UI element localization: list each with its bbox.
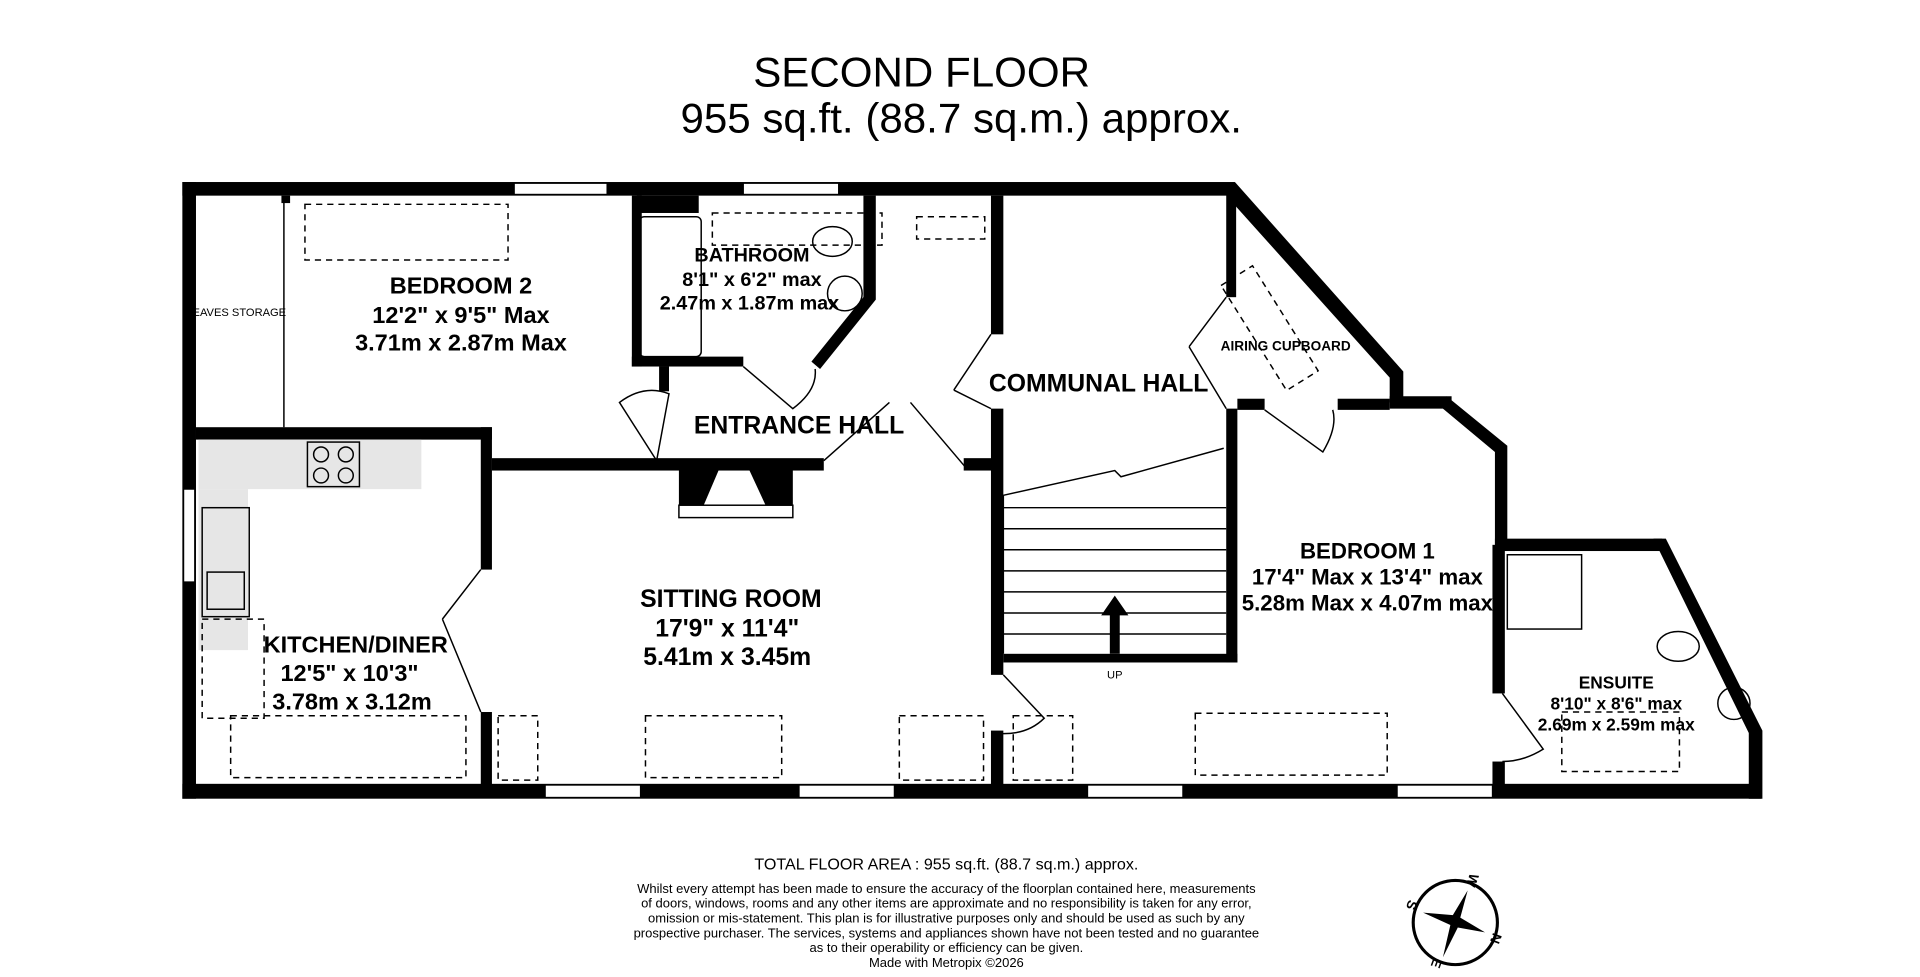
disclaimer-line: as to their operability or efficiency ca… bbox=[810, 940, 1084, 955]
bathroom-metric: 2.47m x 1.87m max bbox=[660, 293, 839, 315]
sink bbox=[201, 506, 250, 618]
disclaimer-line: of doors, windows, rooms and any other i… bbox=[641, 896, 1252, 911]
disclaimer-line: Whilst every attempt has been made to en… bbox=[637, 881, 1256, 896]
disclaimer-line: prospective purchaser. The services, sys… bbox=[634, 925, 1260, 940]
kitchen-metric: 3.78m x 3.12m bbox=[272, 689, 432, 715]
bedroom1-metric: 5.28m Max x 4.07m max bbox=[1242, 590, 1494, 615]
kitchen-counter bbox=[198, 439, 422, 490]
total-floor-area: TOTAL FLOOR AREA : 955 sq.ft. (88.7 sq.m… bbox=[754, 855, 1138, 873]
bedroom1-imperial: 17'4" Max x 13'4" max bbox=[1252, 564, 1484, 589]
compass-s: S bbox=[1403, 898, 1420, 912]
basin bbox=[826, 275, 863, 312]
bathroom-name: BATHROOM bbox=[694, 244, 809, 266]
bedroom2-metric: 3.71m x 2.87m Max bbox=[355, 329, 567, 355]
fixtures bbox=[198, 198, 1751, 781]
sitting-room-metric: 5.41m x 3.45m bbox=[643, 644, 811, 671]
windows bbox=[182, 182, 1494, 799]
kitchen-imperial: 12'5" x 10'3" bbox=[280, 660, 418, 686]
compass-icon: W N E S bbox=[1403, 872, 1505, 970]
bedroom2-imperial: 12'2" x 9'5" Max bbox=[372, 302, 549, 328]
ensuite-imperial: 8'10" x 8'6" max bbox=[1550, 694, 1682, 714]
sitting-room-imperial: 17'9" x 11'4" bbox=[655, 615, 799, 642]
staircase: UP bbox=[1002, 447, 1227, 682]
footer: TOTAL FLOOR AREA : 955 sq.ft. (88.7 sq.m… bbox=[634, 855, 1260, 970]
hob bbox=[306, 441, 361, 488]
floor-area: 955 sq.ft. (88.7 sq.m.) approx. bbox=[680, 94, 1242, 141]
compass-e: E bbox=[1428, 956, 1445, 970]
sitting-room-name: SITTING ROOM bbox=[640, 586, 822, 613]
ensuite-metric: 2.69m x 2.59m max bbox=[1538, 715, 1695, 735]
bathtub bbox=[638, 215, 702, 358]
bedroom1-name: BEDROOM 1 bbox=[1300, 538, 1435, 563]
toilet bbox=[811, 225, 854, 258]
fireplace bbox=[678, 470, 719, 506]
ensuite-name: ENSUITE bbox=[1579, 672, 1654, 692]
communal-hall-name: COMMUNAL HALL bbox=[989, 370, 1209, 397]
room-labels: BEDROOM 2 12'2" x 9'5" Max 3.71m x 2.87m… bbox=[193, 244, 1696, 734]
bedroom2-name: BEDROOM 2 bbox=[390, 272, 532, 298]
up-arrow-icon bbox=[1101, 595, 1129, 654]
kitchen-name: KITCHEN/DINER bbox=[264, 632, 448, 658]
credit: Made with Metropix ©2026 bbox=[869, 955, 1024, 970]
airing-cupboard-label: AIRING CUPBOARD bbox=[1221, 338, 1351, 353]
entrance-hall-name: ENTRANCE HALL bbox=[694, 412, 904, 439]
floor-title: SECOND FLOOR bbox=[753, 49, 1090, 96]
bathroom-imperial: 8'1" x 6'2" max bbox=[682, 269, 821, 291]
ensuite-shower bbox=[1506, 554, 1583, 630]
disclaimer-line: omission or mis-statement. This plan is … bbox=[648, 911, 1245, 926]
eaves-label: EAVES STORAGE bbox=[193, 307, 287, 319]
stairs-label: UP bbox=[1107, 670, 1122, 682]
compass-w: W bbox=[1463, 872, 1482, 889]
compass-n: N bbox=[1487, 931, 1504, 945]
